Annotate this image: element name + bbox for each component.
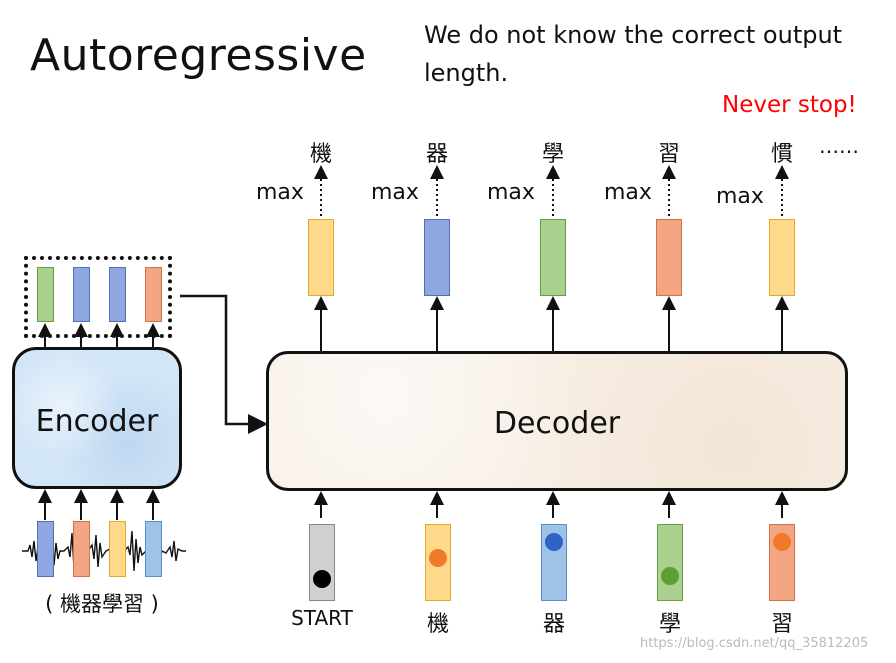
audio-frame-3 (109, 521, 126, 577)
output-vector-3 (540, 219, 566, 296)
never-stop-label: Never stop! (722, 92, 857, 118)
encoder-output-group (24, 256, 172, 338)
output-vector-5 (769, 219, 795, 296)
input-token-start: START (291, 606, 353, 630)
audio-frame-4 (145, 521, 162, 577)
input-vector-start (309, 524, 335, 601)
input-vector-2 (425, 524, 451, 601)
decoder-output-arrows (314, 296, 789, 351)
encoder-to-decoder-arrow (180, 294, 268, 434)
encoder-block: Encoder (12, 347, 182, 489)
page-title: Autoregressive (30, 30, 367, 81)
input-token-4: 學 (658, 612, 681, 637)
max-label-2: max (371, 180, 419, 205)
input-vector-4 (657, 524, 683, 601)
input-dot-4 (661, 567, 679, 585)
max-label-5: max (716, 184, 764, 209)
output-token-3: 學 (541, 142, 564, 167)
max-arrows (314, 165, 789, 216)
input-dot-3 (545, 533, 563, 551)
source-label: ( 機器學習 ) (45, 592, 159, 616)
output-token-4: 習 (657, 142, 680, 167)
input-token-5: 習 (770, 612, 793, 637)
decoder-label: Decoder (493, 406, 621, 441)
note-text: We do not know the correct output length… (424, 21, 843, 87)
encoder-vector-4 (145, 267, 162, 322)
input-vector-5 (769, 524, 795, 601)
input-token-3: 器 (542, 612, 565, 637)
watermark: https://blog.csdn.net/qq_35812205 (640, 636, 869, 651)
decoder-block: Decoder (266, 351, 848, 491)
output-token-2: 器 (425, 142, 448, 167)
encoder-vector-2 (73, 267, 90, 322)
output-vector-4 (656, 219, 682, 296)
input-dot-2 (429, 549, 447, 567)
audio-frame-1 (37, 521, 54, 577)
input-token-2: 機 (426, 612, 449, 637)
output-token-1: 機 (309, 142, 332, 167)
max-label-1: max (256, 180, 304, 205)
output-vector-2 (424, 219, 450, 296)
max-label-3: max (487, 180, 535, 205)
encoder-label: Encoder (35, 404, 159, 439)
input-vector-3 (541, 524, 567, 601)
decoder-input-arrows (314, 491, 789, 518)
max-label-4: max (604, 180, 652, 205)
encoder-output-arrows (38, 323, 160, 347)
encoder-vector-1 (37, 267, 54, 322)
audio-frame-2 (73, 521, 90, 577)
output-ellipsis: …… (819, 134, 859, 158)
input-dot-5 (773, 533, 791, 551)
output-vector-1 (308, 219, 334, 296)
start-dot (313, 570, 331, 588)
encoder-input-arrows (38, 489, 160, 520)
encoder-vector-3 (109, 267, 126, 322)
output-token-5: 慣 (770, 142, 793, 167)
